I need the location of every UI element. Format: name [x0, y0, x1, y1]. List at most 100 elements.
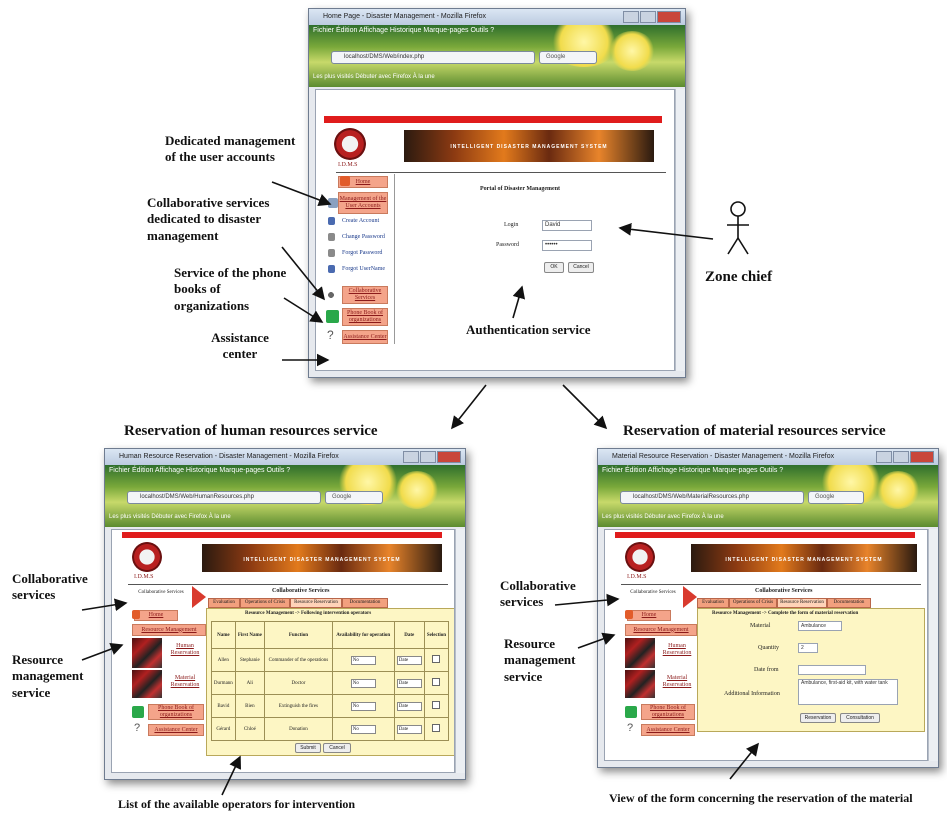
nav-forgot-username[interactable]: Forgot UserName [342, 266, 386, 272]
date-from-input[interactable] [798, 665, 866, 675]
consultation-button[interactable]: Consultation [840, 713, 880, 723]
arrow-authentication [512, 285, 526, 319]
nav-phone-book[interactable]: Phone Book of organizations [148, 704, 204, 720]
cell-date[interactable]: Date [393, 648, 425, 672]
minimize-button[interactable] [403, 451, 419, 463]
window-controls [623, 11, 681, 23]
nav-phone-book[interactable]: Phone Book of organizations [342, 308, 388, 326]
cell-availability[interactable]: No [331, 694, 395, 718]
label-collab-left: Collaborative services [12, 571, 88, 603]
cancel-button[interactable]: Cancel [323, 743, 351, 753]
availability-select[interactable]: No [350, 655, 376, 665]
bookmarks-bar[interactable]: Les plus visités Débuter avec Firefox À … [109, 514, 231, 520]
submit-button[interactable]: Submit [295, 743, 321, 753]
additional-info-textarea[interactable]: Ambulance, first-aid kit, with water tan… [798, 679, 898, 705]
minimize-button[interactable] [876, 451, 892, 463]
date-select[interactable]: Date [396, 678, 422, 688]
selection-checkbox[interactable] [432, 655, 441, 663]
title-human-reservation: Reservation of human resources service [124, 423, 378, 439]
close-button[interactable] [437, 451, 461, 463]
fire-truck-photo [132, 670, 162, 698]
selection-checkbox[interactable] [432, 678, 441, 686]
date-select[interactable]: Date [396, 724, 422, 734]
home-icon [132, 610, 140, 619]
cell-availability[interactable]: No [331, 717, 395, 741]
selection-checkbox[interactable] [432, 724, 441, 732]
cell-date[interactable]: Date [393, 694, 425, 718]
tab-evaluation[interactable]: Evaluation [697, 598, 729, 608]
address-bar[interactable]: localhost/DMS/Web/MaterialResources.php [620, 491, 804, 504]
nav-collaborative-services[interactable]: Collaborative Services [342, 286, 388, 304]
nav-resource-management[interactable]: Resource Management [132, 624, 206, 636]
nav-human-reservation[interactable]: Human Reservation [170, 643, 200, 656]
nav-phone-book[interactable]: Phone Book of organizations [641, 704, 695, 720]
nav-assistance-center[interactable]: Assistance Center [641, 724, 695, 736]
login-input[interactable]: David [542, 220, 592, 231]
nav-home[interactable]: Home [338, 176, 388, 188]
nav-human-reservation[interactable]: Human Reservation [662, 643, 692, 656]
tab-documentation[interactable]: Documentation [827, 598, 871, 608]
availability-select[interactable]: No [350, 701, 376, 711]
minimize-button[interactable] [623, 11, 639, 23]
scrollbar[interactable] [928, 529, 938, 761]
scrollbar[interactable] [675, 89, 685, 371]
tab-operations[interactable]: Operations of Crisis [729, 598, 777, 608]
availability-select[interactable]: No [350, 678, 376, 688]
cell-selection[interactable] [423, 648, 450, 672]
tab-evaluation[interactable]: Evaluation [208, 598, 240, 608]
ok-button[interactable]: OK [544, 262, 564, 273]
menu-bar[interactable]: Fichier Édition Affichage Historique Mar… [602, 467, 784, 474]
cell-selection[interactable] [423, 717, 450, 741]
date-select[interactable]: Date [396, 655, 422, 665]
cell-date[interactable]: Date [393, 671, 425, 695]
fire-truck-photo [625, 670, 655, 698]
search-box[interactable]: Google [539, 51, 597, 64]
reservation-button[interactable]: Reservation [800, 713, 836, 723]
close-button[interactable] [657, 11, 681, 23]
logo-caption: I.D.M.S [627, 574, 647, 580]
material-select[interactable]: Ambulance [798, 621, 842, 631]
arrow-collaborative [281, 246, 326, 301]
maximize-button[interactable] [640, 11, 656, 23]
arrow-resource-right [577, 632, 616, 649]
menu-bar[interactable]: Fichier Édition Affichage Historique Mar… [313, 27, 495, 34]
home-icon [625, 610, 633, 619]
close-button[interactable] [910, 451, 934, 463]
nav-material-reservation[interactable]: Material Reservation [662, 675, 692, 688]
cancel-button[interactable]: Cancel [568, 262, 594, 273]
selection-checkbox[interactable] [432, 701, 441, 709]
nav-material-reservation[interactable]: Material Reservation [170, 675, 200, 688]
quantity-select[interactable]: 2 [798, 643, 818, 653]
arrow-view-form [729, 742, 759, 780]
cell-selection[interactable] [423, 671, 450, 695]
arrow-list-operators [221, 755, 241, 796]
tab-documentation[interactable]: Documentation [342, 598, 388, 608]
scrollbar[interactable] [455, 529, 465, 773]
date-select[interactable]: Date [396, 701, 422, 711]
nav-forgot-password[interactable]: Forgot Password [342, 250, 383, 256]
nav-assistance-center[interactable]: Assistance Center [342, 330, 388, 344]
tab-operations[interactable]: Operations of Crisis [240, 598, 290, 608]
password-input[interactable]: •••••• [542, 240, 592, 251]
availability-select[interactable]: No [350, 724, 376, 734]
browser-chrome: Fichier Édition Affichage Historique Mar… [598, 465, 938, 527]
page-heading: Collaborative Services [272, 588, 330, 594]
nav-create-account[interactable]: Create Account [342, 218, 380, 224]
address-bar[interactable]: localhost/DMS/Web/HumanResources.php [127, 491, 321, 504]
maximize-button[interactable] [893, 451, 909, 463]
nav-change-password[interactable]: Change Password [342, 234, 385, 240]
search-box[interactable]: Google [325, 491, 383, 504]
nav-resource-management[interactable]: Resource Management [625, 624, 697, 636]
nav-assistance-center[interactable]: Assistance Center [148, 724, 204, 736]
bookmarks-bar[interactable]: Les plus visités Débuter avec Firefox À … [313, 74, 435, 80]
menu-bar[interactable]: Fichier Édition Affichage Historique Mar… [109, 467, 291, 474]
cell-availability[interactable]: No [331, 671, 395, 695]
maximize-button[interactable] [420, 451, 436, 463]
tab-resource-reservation[interactable]: Resource Reservation [777, 598, 827, 608]
nav-management-accounts[interactable]: Management of the User Accounts [338, 192, 388, 214]
tab-resource-reservation[interactable]: Resource Reservation [290, 598, 342, 608]
cell-date[interactable]: Date [393, 717, 425, 741]
bookmarks-bar[interactable]: Les plus visités Débuter avec Firefox À … [602, 514, 724, 520]
search-box[interactable]: Google [808, 491, 864, 504]
address-bar[interactable]: localhost/DMS/Web/index.php [331, 51, 535, 64]
